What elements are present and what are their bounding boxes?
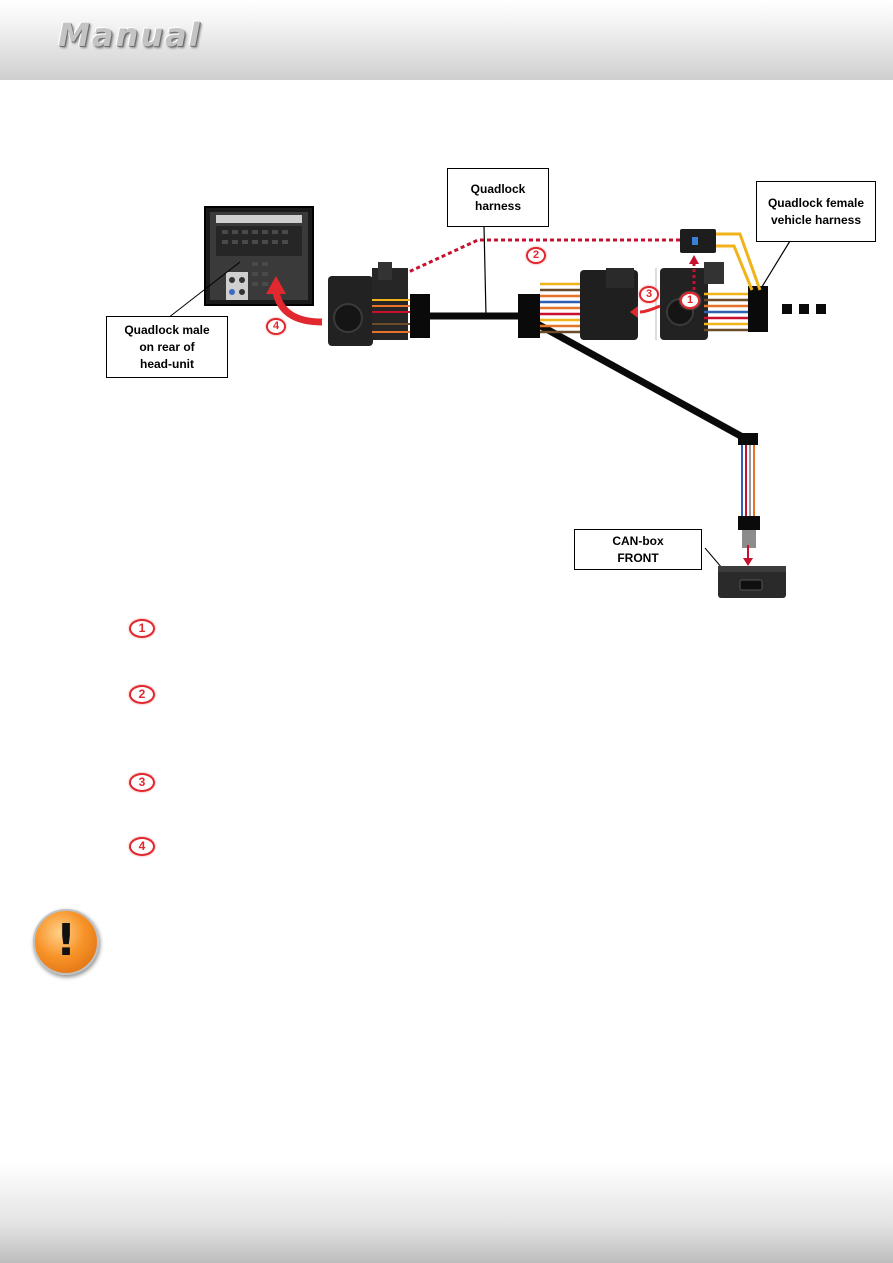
canbox-device bbox=[718, 566, 786, 598]
label-line: FRONT bbox=[617, 550, 659, 565]
quadlock-connector-middle bbox=[518, 268, 638, 340]
label-line: head-unit bbox=[140, 356, 194, 371]
label-line: harness bbox=[474, 198, 522, 213]
step-marker-2: 2 bbox=[129, 685, 155, 704]
label-line: Quadlock bbox=[470, 181, 526, 196]
label-canbox: CAN-box FRONT bbox=[574, 529, 702, 570]
footer-bar bbox=[0, 1163, 893, 1263]
header-bar: Manual bbox=[0, 0, 893, 80]
head-unit-photo bbox=[204, 206, 314, 306]
step-marker-3: 3 bbox=[129, 773, 155, 792]
diagram-marker-4: 4 bbox=[266, 318, 286, 335]
label-line: Quadlock female bbox=[767, 195, 865, 210]
label-quadlock-male: Quadlock male on rear of head-unit bbox=[106, 316, 228, 378]
label-quadlock-female: Quadlock female vehicle harness bbox=[756, 181, 876, 242]
exclamation-symbol: ! bbox=[55, 915, 77, 966]
label-line: vehicle harness bbox=[770, 212, 862, 227]
canbox-cable bbox=[738, 433, 760, 566]
diagram-marker-2: 2 bbox=[526, 247, 546, 264]
diagram-marker-1: 1 bbox=[680, 292, 700, 309]
wiring-diagram bbox=[167, 206, 826, 598]
step-marker-4: 4 bbox=[129, 837, 155, 856]
label-line: CAN-box bbox=[612, 533, 664, 548]
label-quadlock-harness: Quadlock harness bbox=[447, 168, 549, 227]
exclamation-icon: ! bbox=[33, 909, 99, 975]
label-line: on rear of bbox=[139, 339, 195, 354]
step-marker-1: 1 bbox=[129, 619, 155, 638]
quadlock-connector-left bbox=[328, 262, 430, 346]
diagram-marker-3: 3 bbox=[639, 286, 659, 303]
label-line: Quadlock male bbox=[124, 322, 210, 337]
quadlock-connector-right bbox=[655, 229, 826, 340]
brand-title: Manual bbox=[58, 16, 202, 54]
